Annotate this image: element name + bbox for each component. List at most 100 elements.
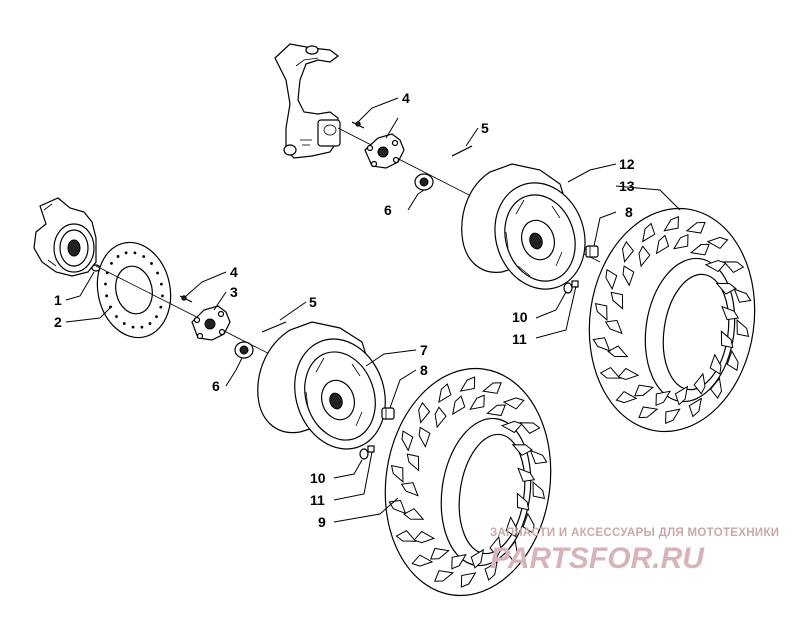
lower-steering-knuckle bbox=[33, 197, 101, 277]
callout-11-upper: 11 bbox=[512, 331, 527, 347]
lower-cotter-pin bbox=[261, 321, 287, 333]
tread-block bbox=[641, 222, 656, 243]
tread-block bbox=[522, 512, 535, 534]
tread-block bbox=[655, 390, 672, 407]
tread-block bbox=[726, 349, 739, 372]
callout-labels: 4 5 12 13 8 6 10 11 1 2 4 3 5 6 7 8 10 1… bbox=[54, 90, 635, 530]
tread-block bbox=[674, 385, 689, 406]
tread-block bbox=[532, 481, 546, 500]
callout-9: 9 bbox=[318, 514, 326, 530]
disc-hole bbox=[110, 261, 113, 265]
tread-block bbox=[418, 426, 431, 448]
upper-wheel-rim bbox=[461, 163, 586, 290]
upper-bolt bbox=[351, 121, 365, 129]
tread-block bbox=[401, 430, 414, 452]
tread-block bbox=[736, 319, 750, 338]
upper-cotter-pin bbox=[451, 145, 473, 157]
callout-10-upper: 10 bbox=[512, 309, 528, 325]
lower-bolt bbox=[179, 295, 193, 303]
disc-hole bbox=[159, 305, 163, 309]
disc-hole bbox=[104, 282, 107, 286]
callout-1: 1 bbox=[54, 292, 62, 308]
tread-block bbox=[723, 261, 745, 274]
tread-block bbox=[505, 540, 518, 563]
tread-block bbox=[502, 397, 525, 410]
tread-block bbox=[406, 453, 420, 472]
leader-lines bbox=[65, 97, 681, 523]
disc-hole bbox=[122, 322, 126, 325]
tread-block bbox=[622, 265, 635, 287]
tread-block bbox=[418, 401, 431, 424]
tread-block bbox=[505, 516, 518, 538]
disc-hole bbox=[140, 325, 144, 329]
tread-block bbox=[460, 572, 477, 588]
tread-block bbox=[592, 337, 611, 352]
tread-block bbox=[693, 372, 706, 395]
callout-7: 7 bbox=[420, 342, 428, 358]
tread-block bbox=[459, 376, 476, 392]
tread-block bbox=[655, 234, 670, 255]
brake-disc bbox=[96, 241, 172, 339]
disc-hole bbox=[150, 262, 153, 265]
disc-hole bbox=[133, 251, 137, 255]
tread-block bbox=[489, 535, 502, 558]
tread-block bbox=[482, 382, 502, 394]
callout-2: 2 bbox=[54, 314, 62, 330]
lower-tire bbox=[384, 367, 552, 597]
tread-block bbox=[665, 408, 681, 425]
tread-block bbox=[604, 319, 623, 335]
tread-block bbox=[429, 547, 450, 560]
tread-block bbox=[615, 390, 638, 404]
watermark: ЗАПЧАСТИ И АКСЕССУАРЫ ДЛЯ МОТОТЕХНИКИ PA… bbox=[490, 527, 779, 575]
callout-10-lower: 10 bbox=[310, 470, 326, 486]
tread-block bbox=[638, 245, 651, 268]
tread-block bbox=[470, 548, 484, 569]
callout-4-lower: 4 bbox=[230, 264, 238, 280]
tread-block bbox=[403, 508, 425, 520]
tread-block bbox=[607, 345, 629, 358]
lower-lug-nut bbox=[381, 407, 395, 420]
disc-hole bbox=[155, 315, 158, 319]
disc-hole bbox=[116, 255, 120, 258]
disc-hole bbox=[156, 271, 160, 275]
lower-valve-stem bbox=[359, 445, 375, 460]
upper-valve-stem bbox=[563, 280, 579, 294]
callout-6-lower: 6 bbox=[212, 378, 220, 394]
callout-12: 12 bbox=[619, 156, 635, 172]
disc-hole bbox=[131, 325, 135, 329]
tread-block bbox=[610, 291, 624, 310]
tread-block bbox=[411, 554, 434, 567]
tread-block bbox=[400, 482, 419, 497]
tread-block bbox=[709, 353, 722, 375]
tread-block bbox=[452, 395, 466, 416]
tread-block bbox=[395, 530, 417, 542]
disc-hole bbox=[124, 251, 128, 255]
watermark-tagline: ЗАПЧАСТИ И АКСЕССУАРЫ ДЛЯ МОТОТЕХНИКИ bbox=[490, 527, 779, 539]
tread-block bbox=[733, 288, 752, 303]
tread-block bbox=[519, 422, 541, 434]
tread-block bbox=[621, 240, 635, 263]
tread-block bbox=[469, 394, 485, 411]
tread-block bbox=[634, 384, 655, 397]
tread-block bbox=[451, 553, 467, 570]
tread-block bbox=[486, 404, 507, 417]
tread-block bbox=[529, 449, 548, 465]
tread-block bbox=[434, 406, 447, 429]
upper-castle-nut bbox=[414, 173, 434, 191]
tread-block bbox=[511, 444, 533, 456]
tread-block bbox=[720, 330, 734, 349]
callout-4-upper: 4 bbox=[402, 90, 410, 106]
tread-block bbox=[484, 560, 498, 581]
tread-block bbox=[709, 377, 723, 400]
tread-block bbox=[516, 492, 530, 511]
disc-hole bbox=[142, 255, 146, 258]
disc-hole bbox=[105, 294, 109, 298]
tread-block bbox=[517, 467, 536, 482]
lower-hub bbox=[191, 305, 231, 341]
callout-8-upper: 8 bbox=[625, 204, 633, 220]
disc-hole bbox=[115, 315, 118, 318]
disc-hole bbox=[159, 282, 163, 286]
tread-block bbox=[390, 464, 404, 483]
tread-block bbox=[672, 233, 689, 250]
callout-5-lower: 5 bbox=[309, 294, 317, 310]
